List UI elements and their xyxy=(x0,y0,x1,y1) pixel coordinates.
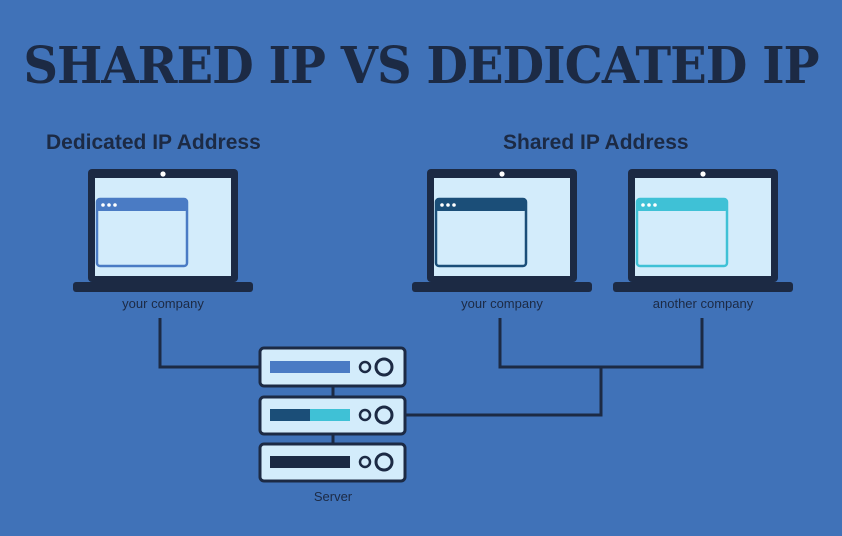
window-titlebar xyxy=(637,199,727,211)
server-unit-1 xyxy=(258,346,407,388)
server-icon xyxy=(258,346,407,483)
shared-ip-heading: Shared IP Address xyxy=(503,131,689,154)
laptop-caption-dedicated: your company xyxy=(122,296,204,311)
server-caption: Server xyxy=(313,489,353,504)
shared-connection-line-1 xyxy=(498,318,601,369)
window-titlebar xyxy=(436,199,526,211)
shared-trunk-line xyxy=(405,367,603,417)
shared-connection-line-2 xyxy=(601,318,704,369)
dedicated-connection-line xyxy=(158,318,262,369)
server-unit-3 xyxy=(258,442,407,483)
laptop-icon xyxy=(412,169,592,292)
laptop-caption-shared-1: your company xyxy=(461,296,543,311)
window-titlebar xyxy=(97,199,187,211)
laptop-caption-shared-2: another company xyxy=(652,296,754,311)
dedicated-ip-heading: Dedicated IP Address xyxy=(46,131,261,154)
diagram-title: SHARED IP VS DEDICATED IP xyxy=(23,36,819,96)
laptop-icon xyxy=(613,169,793,292)
laptop-icon xyxy=(73,169,253,292)
server-unit-2 xyxy=(258,395,407,436)
